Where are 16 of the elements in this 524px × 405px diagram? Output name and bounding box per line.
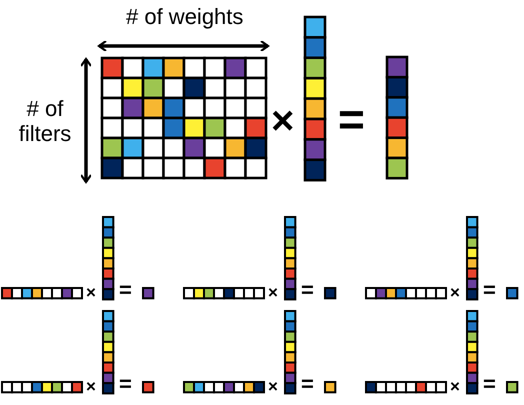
multiply-sign: ×	[271, 101, 294, 141]
equals-sign: =	[483, 373, 496, 395]
equals-sign: =	[338, 96, 365, 142]
multiply-sign: ×	[450, 284, 460, 301]
multiply-sign: ×	[86, 378, 96, 395]
equals-sign: =	[301, 373, 314, 395]
equals-sign: =	[119, 373, 132, 395]
multiply-sign: ×	[86, 284, 96, 301]
axis-label: # of filters	[18, 96, 72, 147]
multiply-sign: ×	[268, 284, 278, 301]
multiply-sign: ×	[450, 378, 460, 395]
equals-sign: =	[119, 279, 132, 301]
multiply-sign: ×	[268, 378, 278, 395]
axis-label: # of weights	[126, 6, 244, 28]
equals-sign: =	[483, 279, 496, 301]
equals-sign: =	[301, 279, 314, 301]
